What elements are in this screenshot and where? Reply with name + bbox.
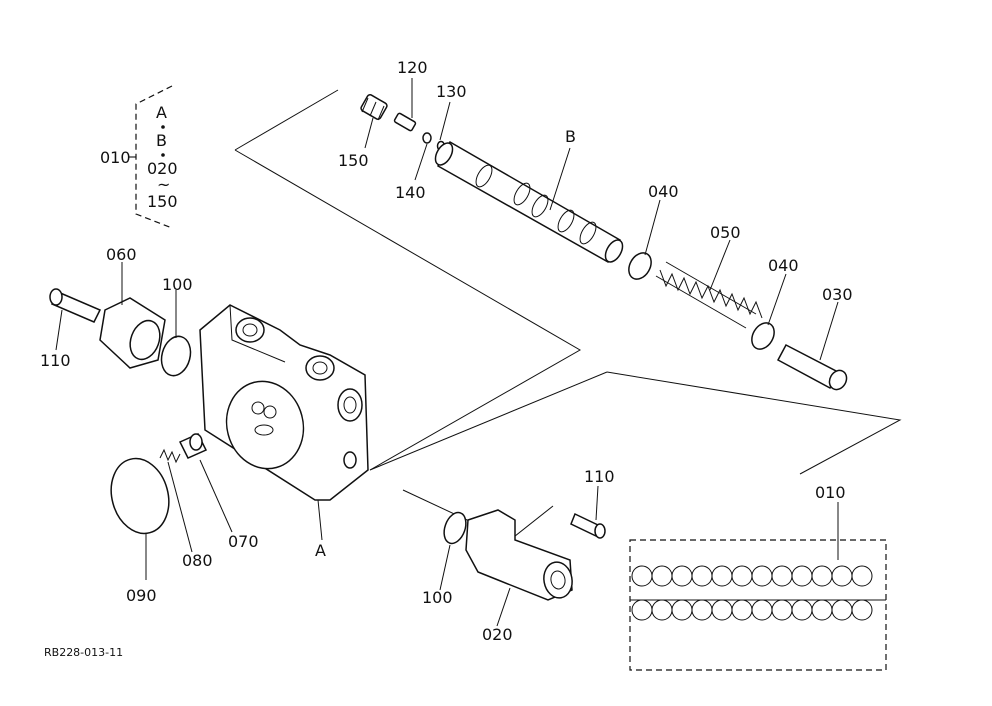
washer-140	[422, 132, 432, 144]
label-a: A	[315, 541, 326, 560]
o-ring-090	[110, 457, 170, 535]
legend-label-b: B	[156, 131, 167, 150]
plug-150	[360, 94, 388, 121]
label-140: 140	[395, 183, 426, 202]
o-ring-100-left	[160, 335, 192, 377]
spring-seat-040-upper	[628, 252, 652, 280]
label-090: 090	[126, 586, 157, 605]
label-070: 070	[228, 532, 259, 551]
label-110-left: 110	[40, 351, 71, 370]
spring-050	[655, 261, 763, 329]
plunger-070	[178, 433, 208, 459]
label-050: 050	[710, 223, 741, 242]
spool-b	[434, 140, 624, 264]
spacer-120	[393, 112, 417, 132]
label-040-lower: 040	[768, 256, 799, 275]
legend-tilde: ~	[157, 175, 170, 194]
label-150: 150	[338, 151, 369, 170]
label-040-upper: 040	[648, 182, 679, 201]
label-b: B	[565, 127, 576, 146]
label-110-right: 110	[584, 467, 615, 486]
label-010-assembly: 010	[815, 483, 846, 502]
label-120: 120	[397, 58, 428, 77]
assembly-thumbnail-010	[629, 502, 887, 671]
label-100-right: 100	[422, 588, 453, 607]
cap-020	[465, 509, 573, 601]
label-100-left: 100	[162, 275, 193, 294]
legend-label-150: 150	[147, 192, 178, 211]
label-020: 020	[482, 625, 513, 644]
legend-label-020: 020	[147, 159, 178, 178]
spring-080	[159, 448, 181, 464]
lower-plane-outline	[369, 371, 902, 541]
bolt-030	[776, 343, 848, 391]
figure-code: RB228-013-11	[44, 646, 123, 659]
cap-060	[99, 297, 166, 369]
leader-lines	[55, 78, 839, 627]
valve-body-a	[199, 304, 369, 501]
legend-label-a: A	[156, 103, 167, 122]
legend-label-010: 010	[100, 148, 131, 167]
label-060: 060	[106, 245, 137, 264]
label-080: 080	[182, 551, 213, 570]
o-ring-100-right	[443, 511, 467, 545]
label-130: 130	[436, 82, 467, 101]
label-030: 030	[822, 285, 853, 304]
group-legend: 010 A B 020 ~ 150	[100, 85, 178, 229]
bolt-110-right	[570, 512, 606, 539]
bolt-110-left	[49, 288, 102, 323]
spring-seat-040-lower	[751, 322, 775, 350]
spool-plane-outline	[234, 89, 582, 471]
